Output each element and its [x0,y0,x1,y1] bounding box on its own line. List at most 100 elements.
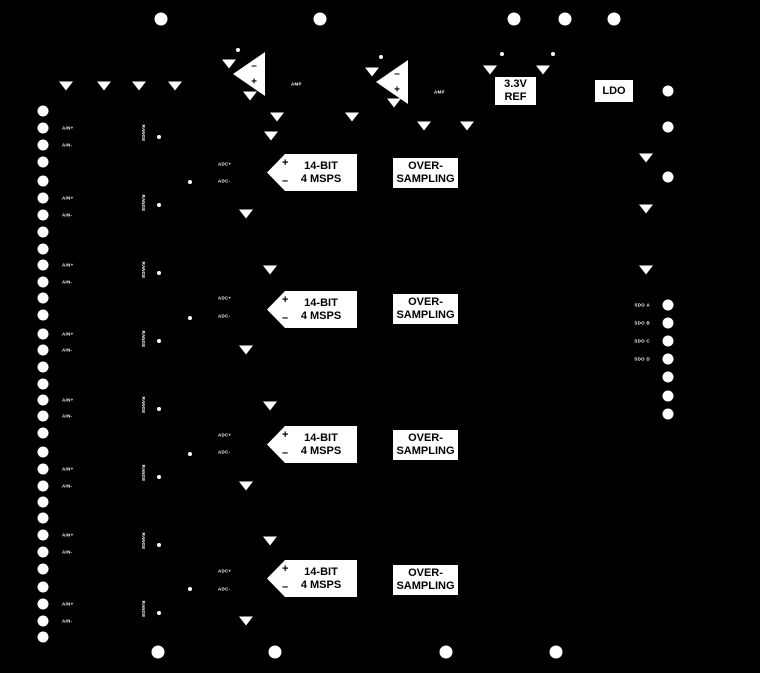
junction-dot-ch1-adc [188,180,192,184]
pin-left-4[interactable] [37,156,49,168]
adc-4-line1: 14-BIT [304,565,338,578]
pin-left-12[interactable] [37,292,49,304]
pin-left-11[interactable] [37,276,49,288]
pin-left-26[interactable] [37,529,49,541]
adc-block-3[interactable]: + – 14-BIT 4 MSPS [267,426,357,463]
adc-block-4[interactable]: + – 14-BIT 4 MSPS [267,560,357,597]
pin-left-6[interactable] [37,192,49,204]
pin-left-24[interactable] [37,496,49,508]
pin-left-8[interactable] [37,226,49,238]
oversampling-block-2[interactable]: OVER- SAMPLING [393,294,458,324]
ldo-block[interactable]: LDO [595,80,633,102]
oversampling-block-4[interactable]: OVER- SAMPLING [393,565,458,595]
pin-left-28[interactable] [37,563,49,575]
pin-bottom-3[interactable] [439,645,453,659]
pin-left-30[interactable] [37,598,49,610]
pin-left-9[interactable] [37,243,49,255]
pin-right-lower-7[interactable] [662,408,674,420]
pin-left-15[interactable] [37,344,49,356]
pin-top-2[interactable] [313,12,327,26]
label-ch2-ain-minus: AIN- [62,212,73,218]
pin-left-19[interactable] [37,410,49,422]
label-range-select-7: RANGE [141,532,147,550]
label-ch7-ain-plus: AIN+ [62,532,74,538]
pin-bottom-2[interactable] [268,645,282,659]
ovs-3-line1: OVER- [408,432,443,445]
label-ch6-ain-minus: AIN- [62,483,73,489]
adc-block-1[interactable]: + – 14-BIT 4 MSPS [267,154,357,191]
pin-left-1[interactable] [37,105,49,117]
label-ch4-ain-minus: AIN- [62,347,73,353]
junction-dot-ch2-adc [188,316,192,320]
pin-right-lower-5[interactable] [662,371,674,383]
ovs-2-line1: OVER- [408,296,443,309]
pin-left-10[interactable] [37,259,49,271]
oversampling-block-3[interactable]: OVER- SAMPLING [393,430,458,460]
pin-left-16[interactable] [37,361,49,373]
pin-right-lower-3[interactable] [662,335,674,347]
pin-left-21[interactable] [37,446,49,458]
adc-2-plus-sign: + [282,294,289,306]
adc-block-2[interactable]: + – 14-BIT 4 MSPS [267,291,357,328]
pin-left-14[interactable] [37,328,49,340]
pin-left-2[interactable] [37,122,49,134]
ground-triangle-ch4-b [239,616,253,626]
pin-left-22[interactable] [37,463,49,475]
pin-bottom-1[interactable] [151,645,165,659]
reference-block[interactable]: 3.3V REF [495,77,536,105]
pin-left-20[interactable] [37,427,49,439]
pin-top-3[interactable] [507,12,521,26]
junction-dot-ch4-sub [157,543,161,547]
ground-triangle-amp2-b [460,121,474,131]
pin-left-27[interactable] [37,546,49,558]
pin-right-lower-6[interactable] [662,390,674,402]
adc-4-minus-sign: – [282,581,289,594]
label-range-select-3: RANGE [141,261,147,279]
ground-triangle-amp2-a [417,121,431,131]
pin-right-lower-1[interactable] [662,299,674,311]
label-adc3-in-plus: ADC+ [218,432,232,438]
adc-1-line2: 4 MSPS [300,172,342,185]
pin-left-3[interactable] [37,139,49,151]
pin-right-upper-1[interactable] [662,85,674,97]
ground-triangle-amp1-out [243,91,257,101]
pin-left-32[interactable] [37,631,49,643]
pin-left-23[interactable] [37,480,49,492]
pin-right-upper-2[interactable] [662,121,674,133]
pin-right-lower-2[interactable] [662,317,674,329]
label-amp2-out: AMP [434,89,445,95]
label-ch5-ain-minus: AIN- [62,413,73,419]
label-ch6-ain-plus: AIN+ [62,466,74,472]
label-sdo-a: SDO A [634,302,650,308]
pin-left-31[interactable] [37,615,49,627]
pin-right-upper-3[interactable] [662,171,674,183]
pin-top-4[interactable] [558,12,572,26]
oversampling-block-1[interactable]: OVER- SAMPLING [393,158,458,188]
ground-triangle-top-2 [97,81,111,91]
label-ch4-ain-plus: AIN+ [62,331,74,337]
label-amp1-out: AMP [291,81,302,87]
label-range-select-8: RANGE [141,600,147,618]
label-sdo-d: SDO D [634,356,650,362]
junction-dot-amp2 [379,55,383,59]
label-adc4-in-minus: ADC- [218,586,231,592]
amplifier-1 [233,52,265,96]
pin-left-13[interactable] [37,309,49,321]
adc-3-minus-sign: – [282,447,289,460]
pin-left-17[interactable] [37,378,49,390]
label-adc3-in-minus: ADC- [218,449,231,455]
pin-right-lower-4[interactable] [662,353,674,365]
ground-triangle-ch2-a [263,265,277,275]
adc-2-minus-sign: – [282,312,289,325]
pin-left-29[interactable] [37,581,49,593]
ground-triangle-top-4 [168,81,182,91]
pin-left-5[interactable] [37,175,49,187]
pin-bottom-4[interactable] [549,645,563,659]
adc-4-line2: 4 MSPS [300,578,342,591]
pin-top-1[interactable] [154,12,168,26]
label-range-select-5: RANGE [141,396,147,414]
pin-left-7[interactable] [37,209,49,221]
pin-left-25[interactable] [37,512,49,524]
pin-top-5[interactable] [607,12,621,26]
pin-left-18[interactable] [37,394,49,406]
